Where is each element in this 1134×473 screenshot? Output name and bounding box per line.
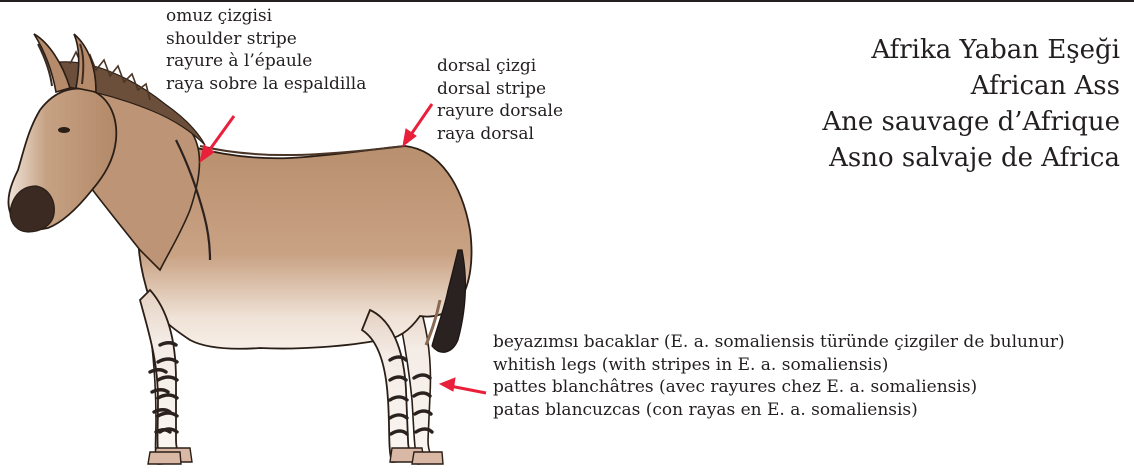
legs-turkish: beyazımsı bacaklar (E. a. somaliensis tü… [493, 331, 1065, 354]
title-turkish: Afrika Yaban Eşeği [822, 32, 1120, 68]
legs-arrow [450, 386, 486, 393]
legs-label: beyazımsı bacaklar (E. a. somaliensis tü… [493, 331, 1065, 421]
shoulder-stripe-label: omuz çizgisi shoulder stripe rayure à l’… [166, 5, 366, 95]
title-english: African Ass [822, 68, 1120, 104]
dorsal-stripe-french: rayure dorsale [437, 100, 563, 123]
shoulder-stripe-turkish: omuz çizgisi [166, 5, 366, 28]
title-spanish: Asno salvaje de Africa [822, 140, 1120, 176]
shoulder-stripe-english: shoulder stripe [166, 28, 366, 51]
dorsal-stripe-label: dorsal çizgi dorsal stripe rayure dorsal… [437, 55, 563, 145]
legs-french: pattes blanchâtres (avec rayures chez E.… [493, 376, 1065, 399]
species-title: Afrika Yaban Eşeği African Ass Ane sauva… [822, 32, 1120, 176]
title-french: Ane sauvage d’Afrique [822, 104, 1120, 140]
dorsal-stripe-english: dorsal stripe [437, 78, 563, 101]
shoulder-stripe-french: rayure à l’épaule [166, 50, 366, 73]
legs-english: whitish legs (with stripes in E. a. soma… [493, 354, 1065, 377]
dorsal-stripe-spanish: raya dorsal [437, 123, 563, 146]
dorsal-stripe-turkish: dorsal çizgi [437, 55, 563, 78]
shoulder-stripe-spanish: raya sobre la espaldilla [166, 73, 366, 96]
shoulder-stripe-arrow [208, 116, 234, 152]
legs-spanish: patas blancuzcas (con rayas en E. a. som… [493, 399, 1065, 422]
dorsal-stripe-arrow [410, 104, 432, 136]
